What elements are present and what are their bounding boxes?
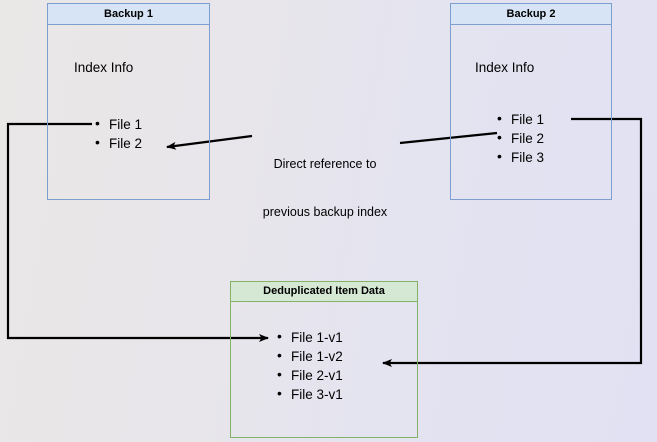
- list-item: File 1-v1: [277, 327, 343, 347]
- edge-label-direct-reference: Direct reference to previous backup inde…: [247, 124, 403, 252]
- backup-1-file-list: File 1 File 2: [95, 114, 142, 153]
- list-item: File 3-v1: [277, 384, 343, 404]
- list-item: File 2: [497, 128, 544, 148]
- list-item: File 3: [497, 147, 544, 167]
- list-item: File 2-v1: [277, 365, 343, 385]
- list-item: File 1: [95, 114, 142, 134]
- node-deduplicated-item-data-body: File 1-v1 File 1-v2 File 2-v1 File 3-v1: [230, 302, 418, 438]
- node-backup-1-title: Backup 1: [47, 3, 210, 25]
- node-deduplicated-item-data-title: Deduplicated Item Data: [230, 281, 418, 302]
- backup-1-index-info-label: Index Info: [74, 60, 134, 75]
- node-backup-1: Backup 1 Index Info File 1 File 2: [47, 3, 210, 200]
- list-item: File 1-v2: [277, 346, 343, 366]
- backup-2-file-list: File 1 File 2 File 3: [497, 109, 544, 167]
- deduplicated-file-list: File 1-v1 File 1-v2 File 2-v1 File 3-v1: [277, 327, 343, 404]
- edge-label-line-1: Direct reference to: [273, 157, 377, 171]
- backup-2-index-info-label: Index Info: [475, 60, 535, 75]
- edge-label-line-2: previous backup index: [262, 205, 388, 219]
- node-backup-2-body: Index Info File 1 File 2 File 3: [450, 25, 612, 200]
- node-deduplicated-item-data: Deduplicated Item Data File 1-v1 File 1-…: [230, 281, 418, 438]
- list-item: File 1: [497, 109, 544, 129]
- node-backup-1-body: Index Info File 1 File 2: [47, 25, 210, 200]
- node-backup-2: Backup 2 Index Info File 1 File 2 File 3: [450, 3, 612, 200]
- list-item: File 2: [95, 133, 142, 153]
- node-backup-2-title: Backup 2: [450, 3, 612, 25]
